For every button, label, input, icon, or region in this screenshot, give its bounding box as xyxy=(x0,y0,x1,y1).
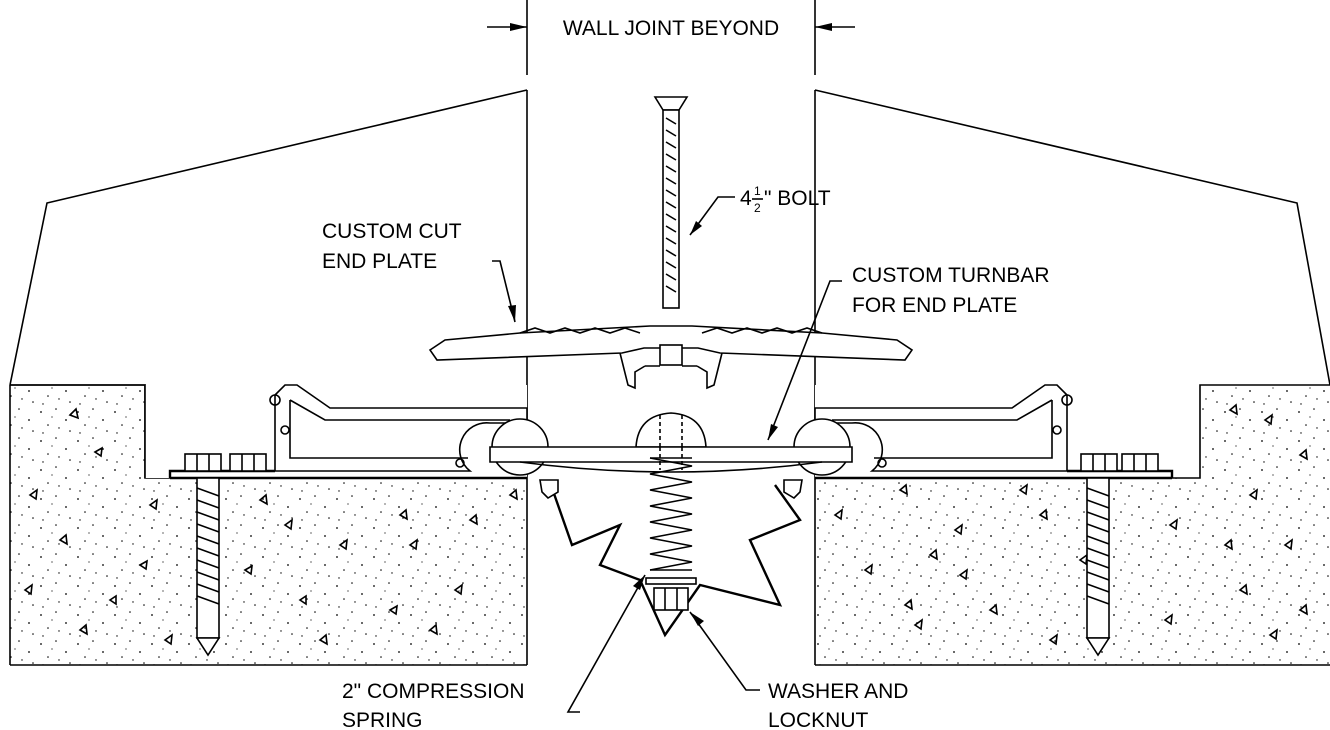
wall-joint-dimension: WALL JOINT BEYOND xyxy=(487,0,855,75)
turnbar-label-line1: CUSTOM TURNBAR xyxy=(852,264,1050,287)
turnbar-label-line2: FOR END PLATE xyxy=(852,294,1017,317)
right-anchor-bolts xyxy=(1080,453,1159,657)
bolt-label-numerator: 1 xyxy=(754,184,761,198)
spring-label-line2: SPRING xyxy=(342,709,423,730)
washer-label-line1: WASHER AND xyxy=(768,680,908,703)
bolt-4-half xyxy=(653,96,689,309)
spring-cap xyxy=(635,412,707,448)
wall-joint-label: WALL JOINT BEYOND xyxy=(563,17,779,40)
washer-label-line2: LOCKNUT xyxy=(768,709,869,730)
aggregate-marks-left xyxy=(23,407,518,646)
bolt-label: 4 1 2 " BOLT xyxy=(740,184,831,215)
turnbar xyxy=(489,446,853,473)
leader-lines xyxy=(492,196,842,713)
bolt-label-number: 4 xyxy=(740,187,752,210)
spring-label-line1: 2" COMPRESSION xyxy=(342,680,525,703)
aggregate-marks-right xyxy=(833,403,1308,646)
left-anchor-bolts xyxy=(184,453,267,657)
end-plate-cover xyxy=(428,325,914,390)
end-plate-label-line1: CUSTOM CUT xyxy=(322,220,462,243)
compression-spring xyxy=(645,457,697,611)
end-plate-label-line2: END PLATE xyxy=(322,250,437,273)
bolt-label-denominator: 2 xyxy=(754,201,761,215)
bolt-label-suffix: " BOLT xyxy=(764,187,831,210)
compression-seal xyxy=(539,479,803,638)
